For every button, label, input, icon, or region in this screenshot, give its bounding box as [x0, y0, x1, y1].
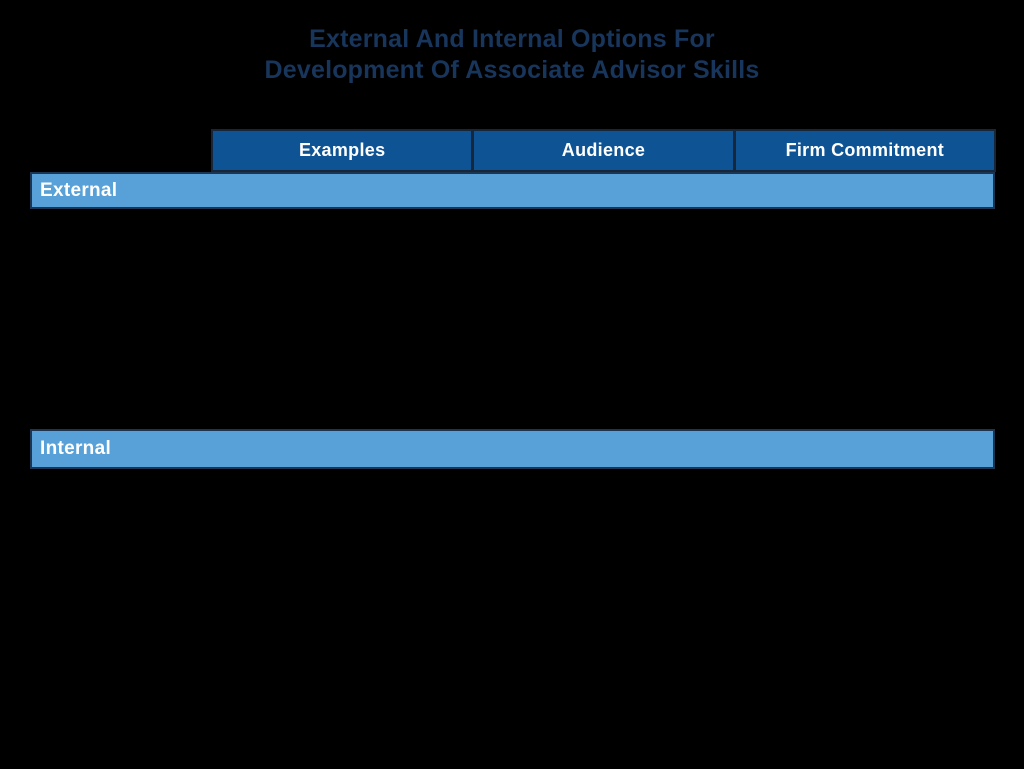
column-header-firm-commitment: Firm Commitment: [735, 131, 994, 170]
page-title-line-1: External And Internal Options For: [309, 25, 715, 53]
column-header-audience: Audience: [474, 131, 733, 170]
section-header-internal-label: Internal: [40, 438, 112, 459]
table-header-row: Examples Audience Firm Commitment: [211, 129, 996, 172]
column-header-examples: Examples: [213, 131, 472, 170]
section-header-external-label: External: [40, 179, 118, 201]
section-header-external: External: [30, 172, 995, 209]
page-title: External And Internal Options For Develo…: [0, 24, 1024, 86]
page-title-line-2: Development Of Associate Advisor Skills: [264, 56, 760, 84]
section-header-internal: Internal: [30, 429, 995, 469]
